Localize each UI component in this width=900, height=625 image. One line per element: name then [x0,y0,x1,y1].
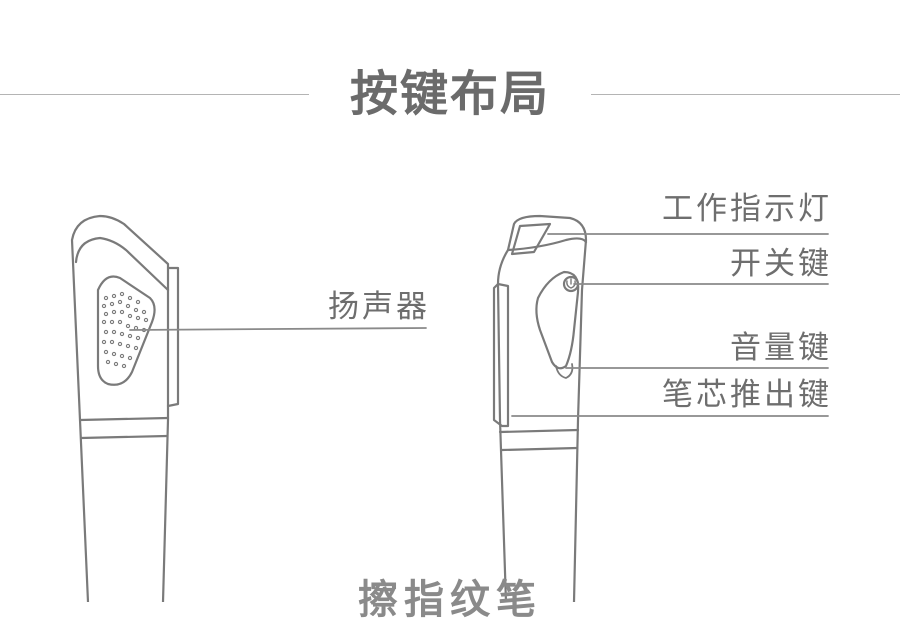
right-pen-cap-inner [506,237,588,252]
indicator-label: 工作指示灯 [662,191,832,227]
right-pen-clip [492,282,510,428]
pen-diagram [70,214,829,602]
title-divider-left [0,94,309,95]
power-button-label: 开关键 [730,246,832,282]
speaker-label: 扬声器 [328,289,430,325]
right-pen-indicator-window [510,222,552,256]
speaker-leader-line [129,327,427,331]
right-pen-band-lower [500,446,579,452]
left-pen-speaker-outline [96,275,156,386]
left-pen-clip [166,266,180,408]
leader-lines [129,233,829,417]
eject-button-icon [555,363,574,379]
left-pen-band-lower [79,434,169,440]
cropped-bottom-caption: 擦指纹笔 [358,577,542,623]
left-pen [70,214,180,602]
left-pen-inner-cap [74,236,170,292]
volume-button-label: 音量键 [730,330,832,366]
title-divider-right [591,94,900,95]
right-pen-button-panel [535,270,580,370]
right-pen [492,214,588,602]
right-pen-band [498,428,580,434]
page-title: 按键布局 [349,66,550,122]
left-pen-band [78,416,170,422]
left-pen-body [70,214,170,602]
speaker-grille-dots [101,291,149,369]
eject-button-label: 笔芯推出键 [662,377,832,413]
right-pen-body [496,214,588,602]
